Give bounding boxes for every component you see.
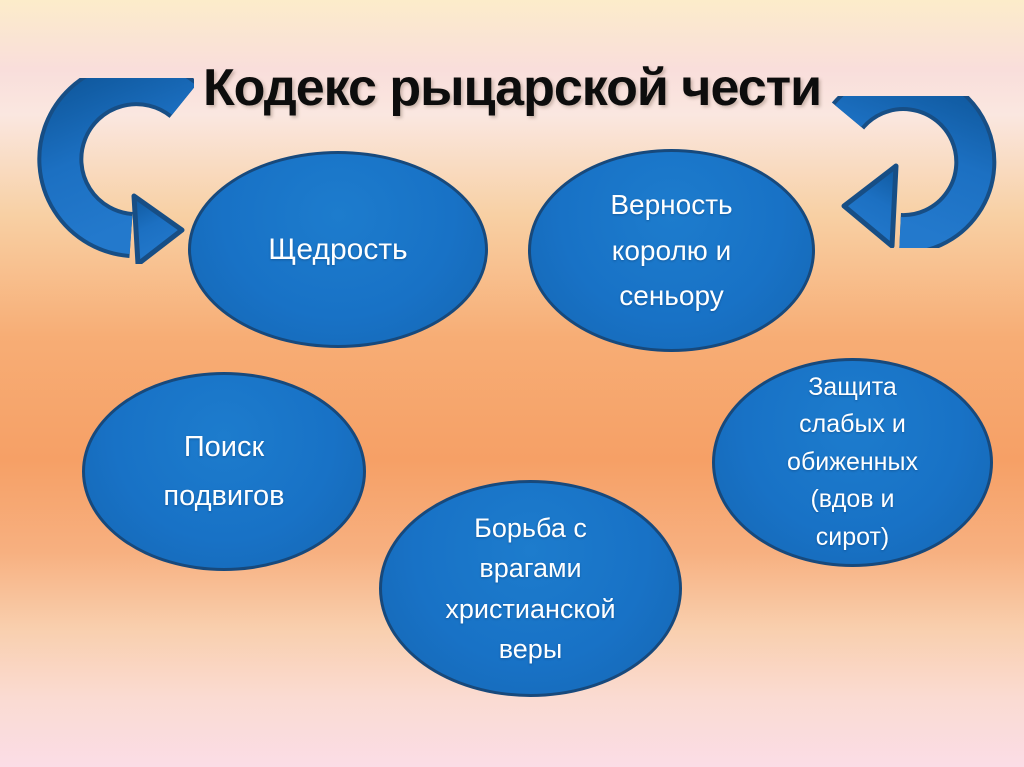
slide-title: Кодекс рыцарской чести [202, 59, 822, 117]
bubble-generosity: Щедрость [188, 151, 488, 348]
bubble-protect-weak: Защита слабых и обиженных (вдов и сирот) [712, 358, 993, 567]
bubble-label: Поиск подвигов [163, 430, 285, 512]
bubble-label: Верность королю и сеньору [610, 189, 733, 312]
bubble-label: Борьба с врагами христианской веры [445, 512, 616, 665]
curved-arrow-right-icon [831, 96, 997, 248]
bubble-loyalty-to-king: Верность королю и сеньору [528, 149, 815, 352]
bubble-search-for-feats: Поиск подвигов [82, 372, 366, 571]
curved-arrow-left-icon [37, 78, 194, 264]
bubble-label: Щедрость [268, 232, 408, 266]
bubble-fight-enemies-of-faith: Борьба с врагами христианской веры [379, 480, 682, 697]
bubble-label: Защита слабых и обиженных (вдов и сирот) [787, 372, 918, 551]
